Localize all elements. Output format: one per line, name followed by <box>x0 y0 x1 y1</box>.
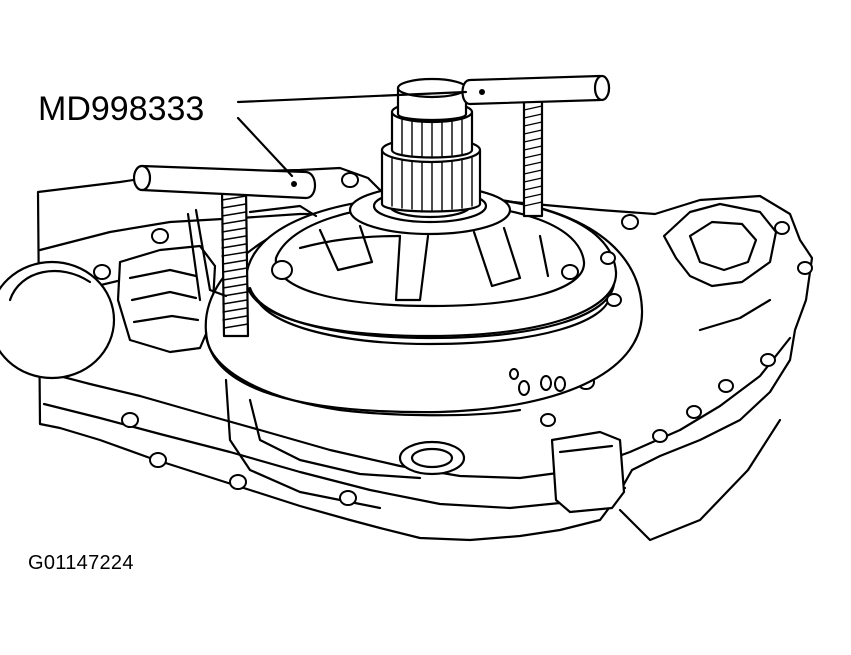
figure-id: G01147224 <box>28 552 134 574</box>
oil-pump-assembly <box>204 184 644 417</box>
label-leaders <box>236 90 468 178</box>
tool-md998333-left <box>132 164 318 338</box>
input-shaft <box>380 77 482 213</box>
leader-line-right <box>236 90 468 104</box>
leader-line-left <box>236 116 294 178</box>
case-bolt-holes <box>93 172 813 506</box>
tool-part-number-label: MD998333 <box>38 90 204 128</box>
tool-md998333-right <box>461 74 611 218</box>
